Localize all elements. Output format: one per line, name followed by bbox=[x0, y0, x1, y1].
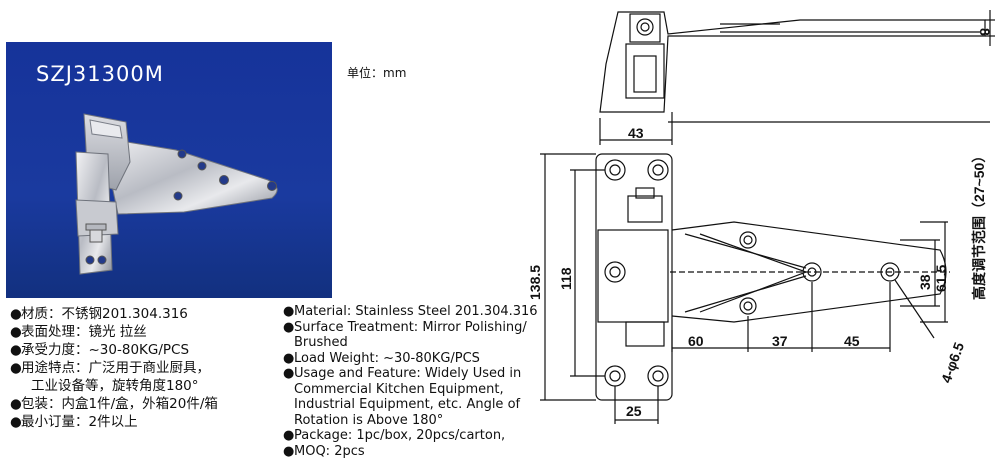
dim-top-width: 43 bbox=[628, 125, 644, 141]
dim-height-range: 高度调节范围（27~50） bbox=[971, 149, 987, 300]
dim-hole-spec: 4-φ6.5 bbox=[938, 340, 967, 385]
dim-base-width: 25 bbox=[626, 403, 642, 419]
dim-37: 37 bbox=[772, 333, 788, 349]
dim-total-height: 138.5 bbox=[527, 265, 543, 300]
dim-leaf-width: 61.5 bbox=[933, 265, 949, 292]
dim-60: 60 bbox=[688, 333, 704, 349]
dim-45: 45 bbox=[844, 333, 860, 349]
dim-leaf-spacing: 38 bbox=[917, 274, 933, 290]
dim-hole-spacing-vertical: 118 bbox=[558, 267, 574, 290]
dim-top-thickness: 8 bbox=[977, 28, 993, 36]
